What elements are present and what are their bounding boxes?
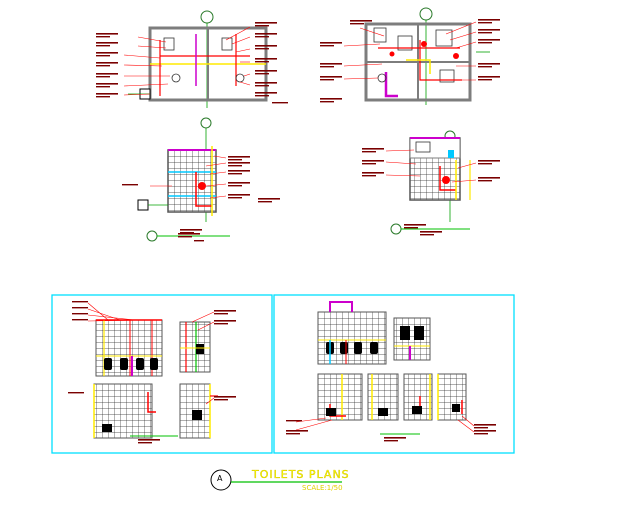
- title-block: [210, 469, 342, 491]
- middle-left-tile-plan: [122, 117, 280, 242]
- sheet-scale: SCALE:1/50: [302, 484, 343, 492]
- title-marker-letter: A: [217, 474, 223, 483]
- lower-left-frame: [51, 294, 273, 454]
- lower-right-frame: [273, 294, 515, 454]
- upper-left-plan: [96, 10, 288, 108]
- middle-right-tile-plan: [362, 130, 500, 236]
- upper-right-plan: [320, 7, 500, 105]
- sheet-title: TOILETS PLANS: [252, 468, 350, 481]
